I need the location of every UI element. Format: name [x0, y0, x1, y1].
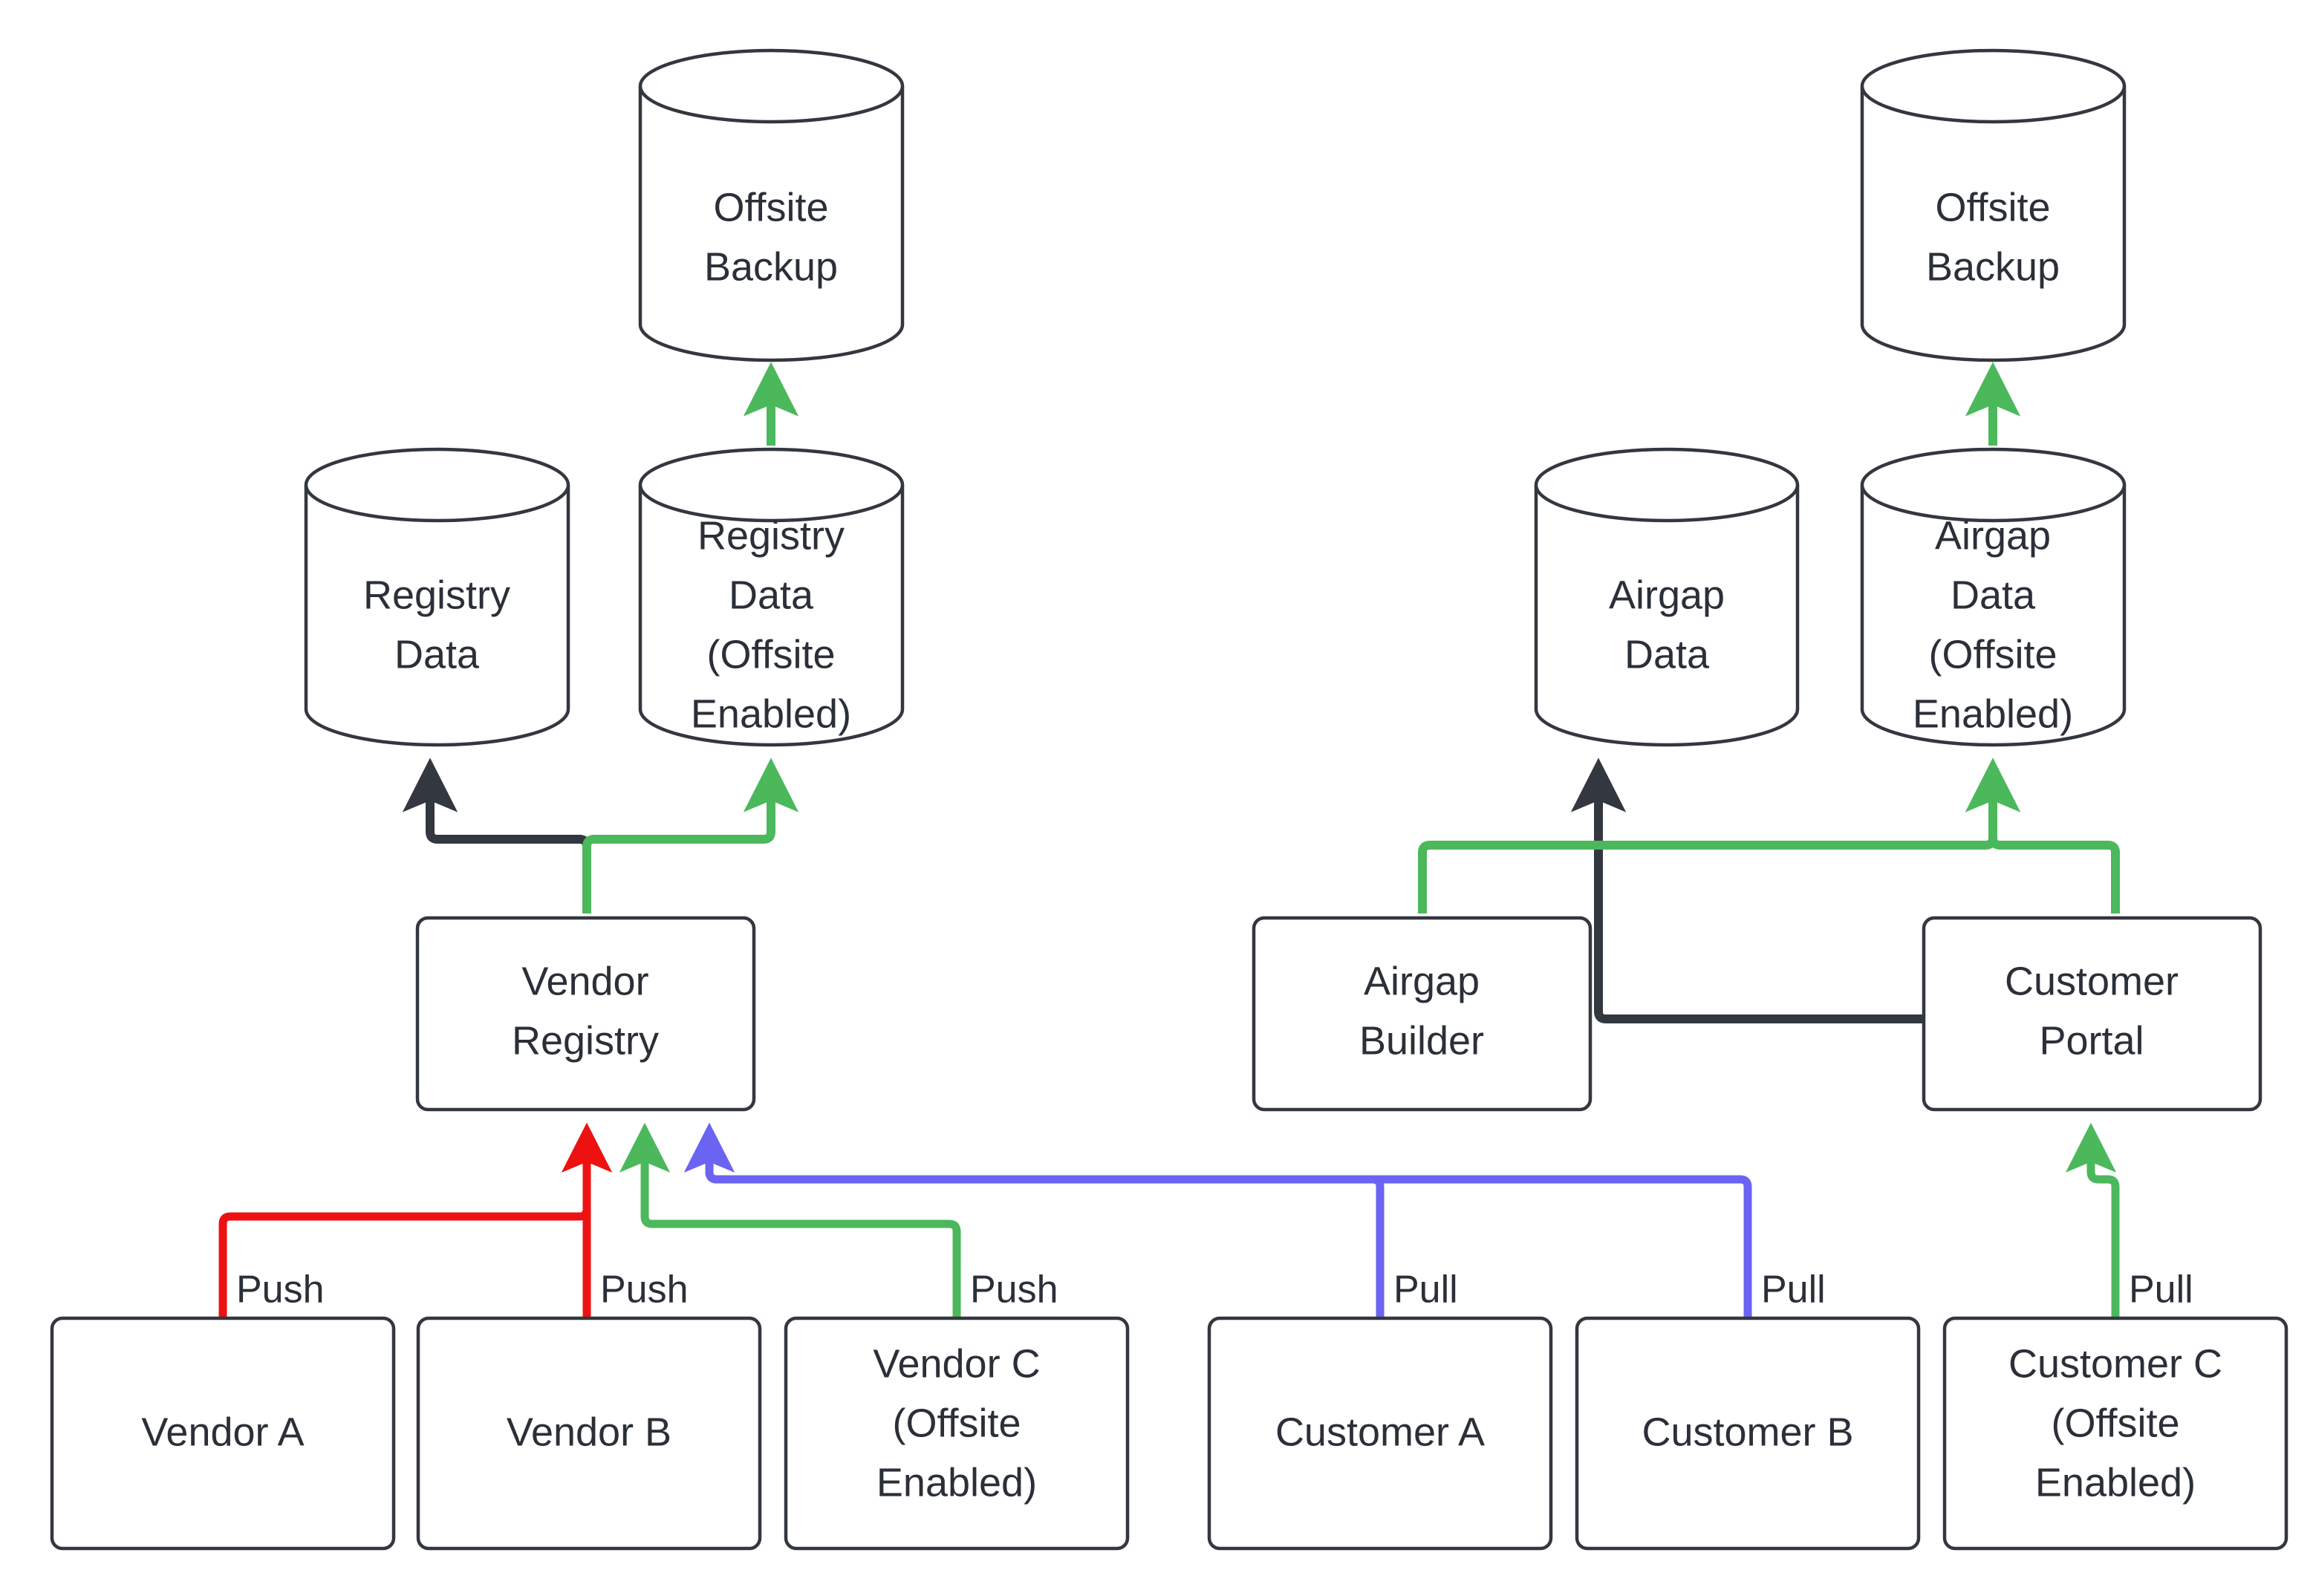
- node-offsite-backup-left[interactable]: Offsite Backup: [638, 48, 905, 362]
- node-label-line: (Offsite: [892, 1401, 1021, 1445]
- node-vendor-c[interactable]: Vendor C (Offsite Enabled): [784, 1316, 1130, 1551]
- node-airgap-builder[interactable]: Airgap Builder: [1252, 916, 1593, 1112]
- edge-label-vendor-b-push: Push: [600, 1268, 689, 1312]
- node-label-line: Registry: [363, 573, 510, 617]
- node-airgap-data[interactable]: Airgap Data: [1534, 447, 1800, 747]
- node-customer-portal[interactable]: Customer Portal: [1922, 916, 2262, 1112]
- node-label-line: Backup: [704, 244, 838, 289]
- node-label-line: Vendor: [521, 959, 648, 1003]
- edge-customer-portal-to-airgap-data: [1570, 758, 1922, 1023]
- node-label-line: Portal: [2039, 1018, 2144, 1063]
- node-offsite-backup-right[interactable]: Offsite Backup: [1860, 48, 2127, 362]
- node-label-line: Airgap: [1609, 573, 1725, 617]
- node-label-line: Registry: [512, 1018, 659, 1063]
- node-label-line: Customer B: [1642, 1410, 1853, 1454]
- node-label-line: Customer C: [2008, 1341, 2222, 1386]
- node-label-line: Airgap: [1364, 959, 1480, 1003]
- node-label-line: (Offsite: [2051, 1401, 2179, 1445]
- edge-customer-portal-to-airgap-data-offsite: [1965, 758, 2120, 913]
- edge-vendor-c-to-vendor-registry: [619, 1122, 961, 1318]
- node-label-line: Customer A: [1275, 1410, 1485, 1454]
- edge-vendor-registry-to-registry-data-offsite: [582, 758, 799, 913]
- node-vendor-b[interactable]: Vendor B: [416, 1316, 762, 1551]
- node-label-line: Data: [394, 632, 480, 677]
- node-customer-a[interactable]: Customer A: [1207, 1316, 1553, 1551]
- node-label-line: (Offsite: [706, 632, 835, 677]
- node-label-line: Enabled): [2035, 1460, 2196, 1505]
- node-label-line: Offsite: [1935, 185, 2050, 229]
- edge-label-customer-c-pull: Pull: [2129, 1268, 2193, 1312]
- edge-label-layer: Push Push Push Pull Pull Pull: [236, 1268, 2193, 1312]
- node-label-line: Customer: [2005, 959, 2179, 1003]
- node-label-line: Vendor A: [141, 1410, 304, 1454]
- node-label-line: Offsite: [713, 185, 828, 229]
- edge-label-vendor-a-push: Push: [236, 1268, 325, 1312]
- edge-label-customer-b-pull: Pull: [1761, 1268, 1826, 1312]
- node-label-line: Enabled): [876, 1460, 1037, 1505]
- edge-label-vendor-c-push: Push: [970, 1268, 1058, 1312]
- node-label-line: Airgap: [1935, 513, 2051, 558]
- node-label-line: Data: [729, 573, 814, 617]
- edge-layer: [218, 362, 2120, 1318]
- node-label-line: Vendor C: [873, 1341, 1040, 1386]
- node-registry-data-offsite[interactable]: Registry Data (Offsite Enabled): [638, 447, 905, 747]
- node-label-line: (Offsite: [1928, 632, 2057, 677]
- edge-label-customer-a-pull: Pull: [1393, 1268, 1458, 1312]
- edge-customer-b-to-vendor-registry: [683, 1122, 1752, 1318]
- node-registry-data[interactable]: Registry Data: [304, 447, 570, 747]
- node-vendor-registry[interactable]: Vendor Registry: [415, 916, 756, 1112]
- node-label-line: Data: [1624, 632, 1710, 677]
- node-customer-c[interactable]: Customer C (Offsite Enabled): [1942, 1316, 2288, 1551]
- node-label-line: Builder: [1359, 1018, 1484, 1063]
- node-label-line: Registry: [697, 513, 845, 558]
- edge-vendor-registry-to-registry-data: [402, 758, 591, 913]
- node-label-line: Enabled): [1913, 691, 2073, 736]
- node-customer-b[interactable]: Customer B: [1575, 1316, 1921, 1551]
- node-label-line: Backup: [1926, 244, 2060, 289]
- node-label-line: Data: [1951, 573, 2036, 617]
- node-label-line: Enabled): [691, 691, 851, 736]
- node-label-line: Vendor B: [507, 1410, 671, 1454]
- edge-customer-c-to-customer-portal: [2065, 1122, 2120, 1318]
- node-vendor-a[interactable]: Vendor A: [50, 1316, 396, 1551]
- node-airgap-data-offsite[interactable]: Airgap Data (Offsite Enabled): [1860, 447, 2127, 747]
- edge-airgap-builder-to-airgap-data-offsite: [1418, 758, 2021, 913]
